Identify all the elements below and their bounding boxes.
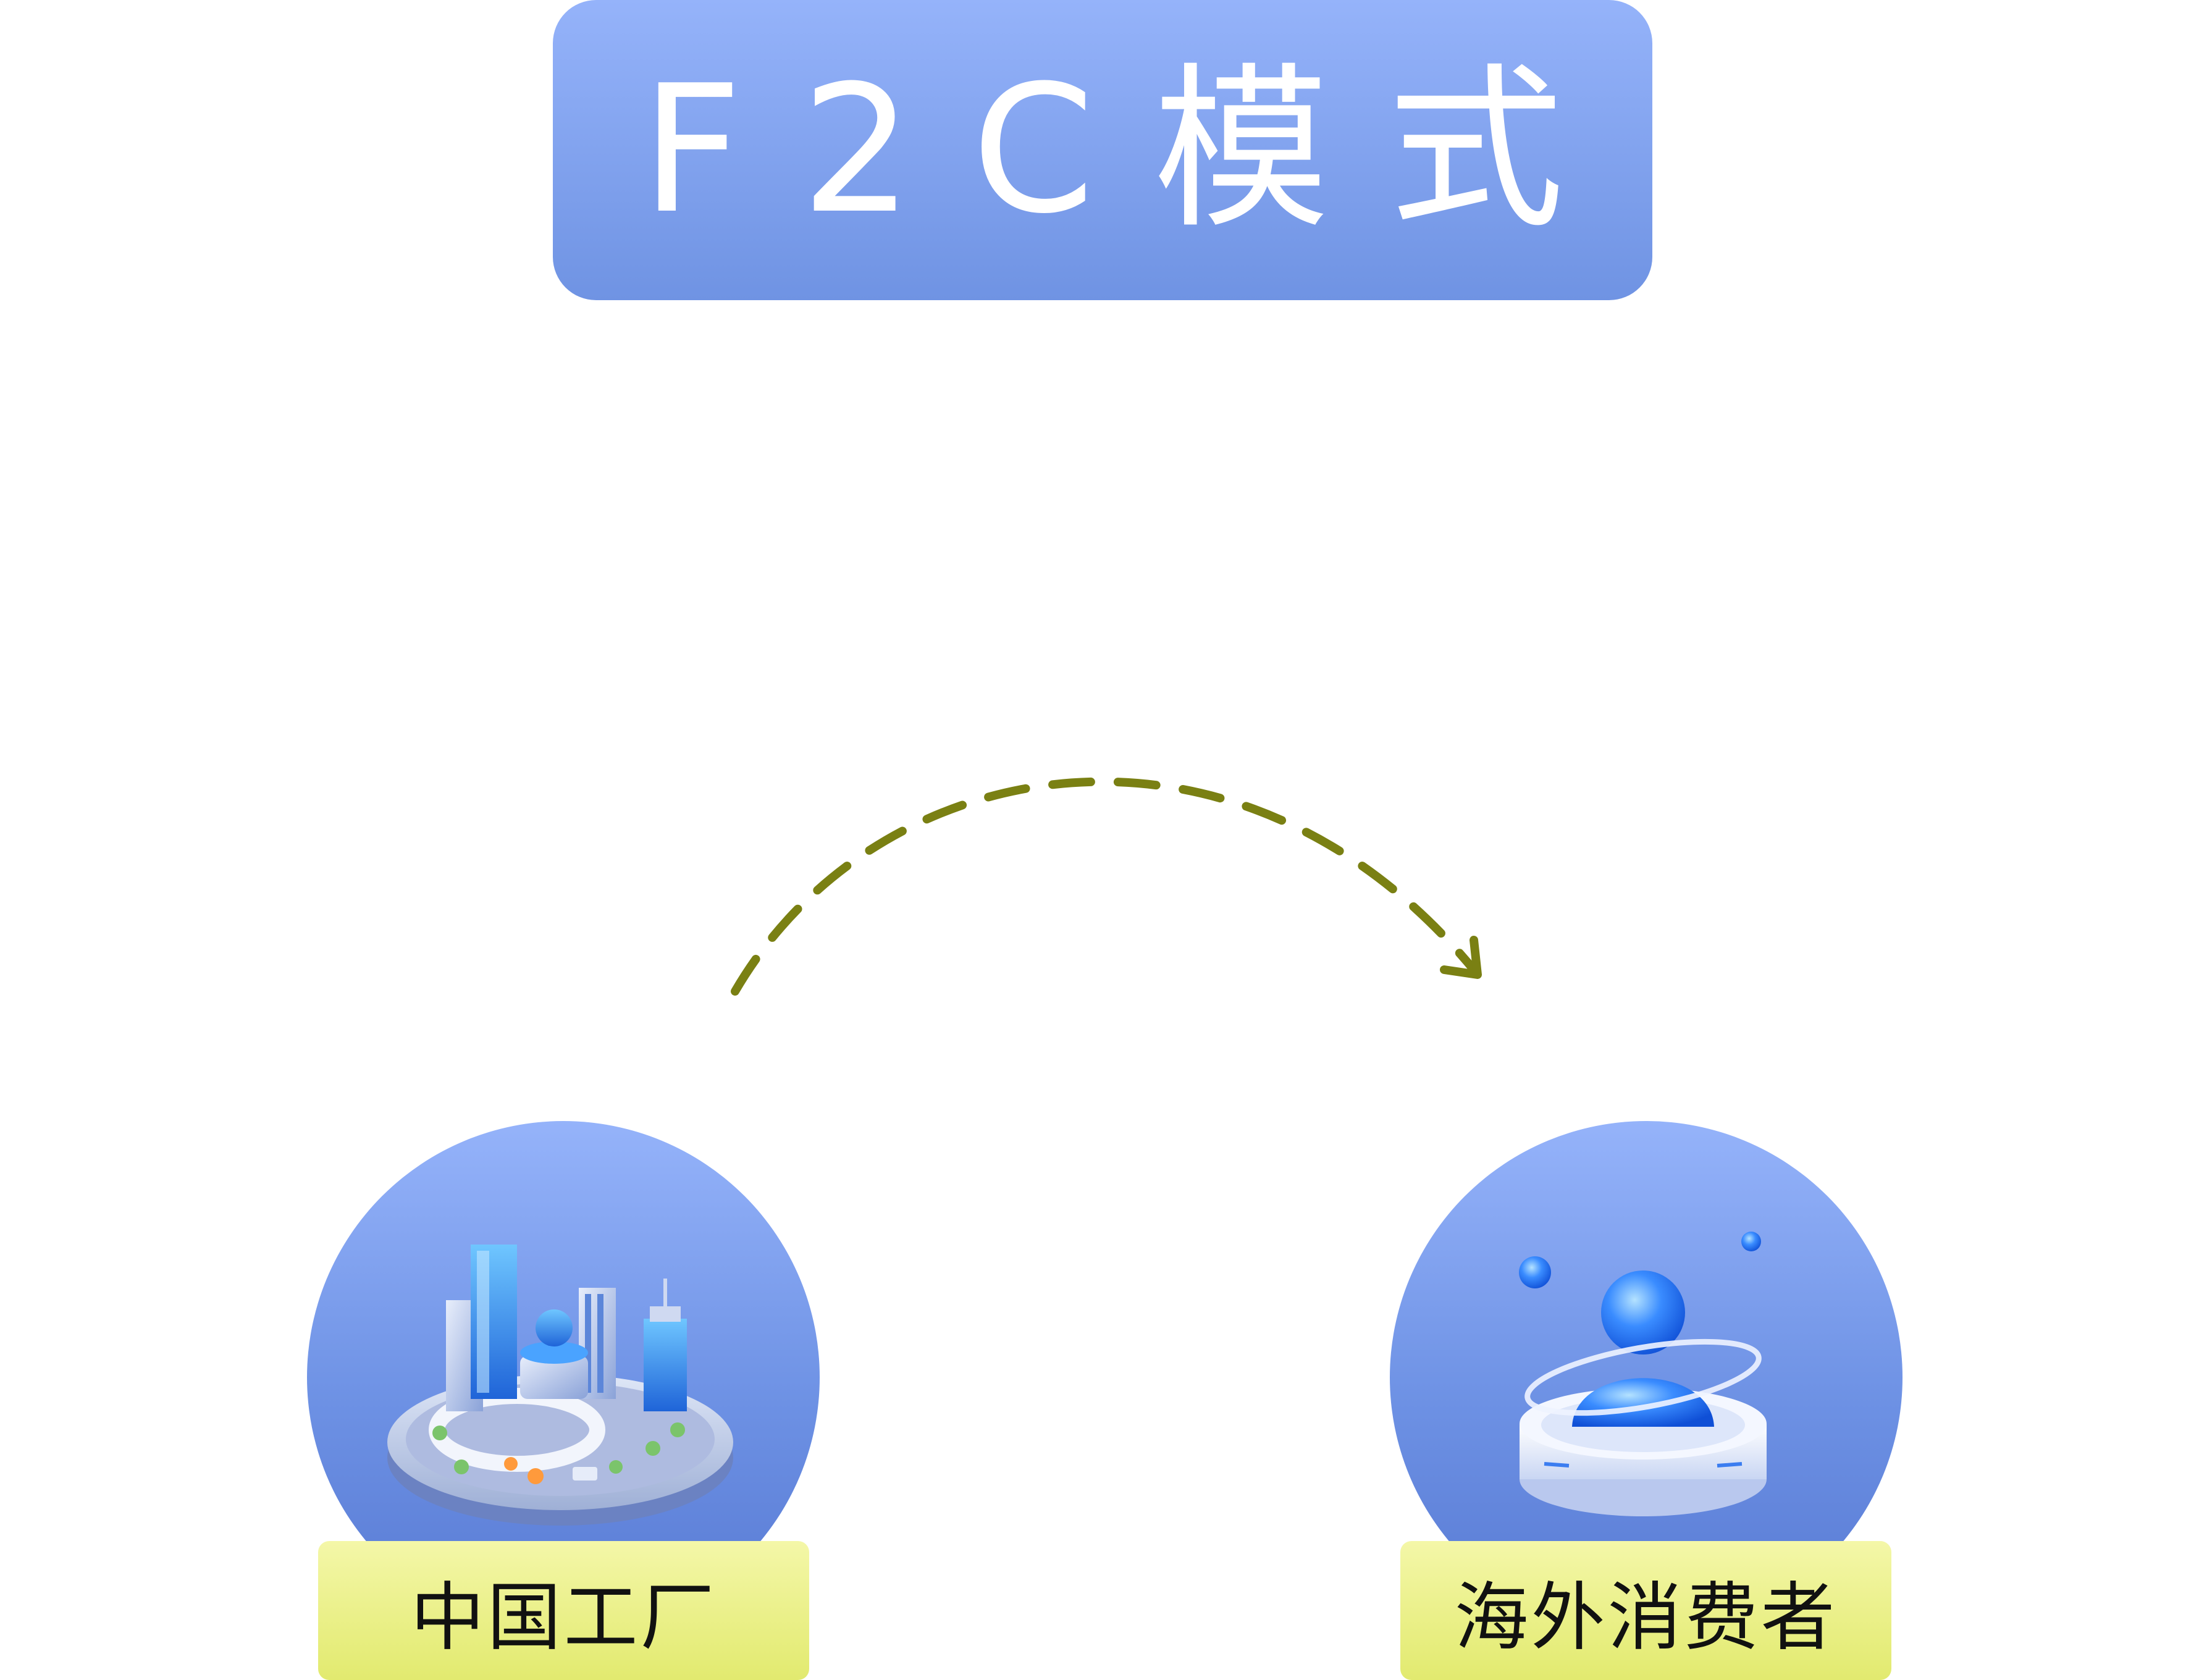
page-title: F2C模式 <box>641 47 1623 253</box>
consumer-label: 海外消费者 <box>1400 1541 1891 1680</box>
factory-city-icon <box>387 1245 733 1526</box>
consumer-person-icon <box>1519 1232 1767 1516</box>
title-banner: F2C模式 <box>553 0 1652 300</box>
flow-arrow-path <box>731 777 1481 996</box>
factory-label: 中国工厂 <box>318 1541 809 1680</box>
flow-arrow-head <box>1440 936 1482 979</box>
